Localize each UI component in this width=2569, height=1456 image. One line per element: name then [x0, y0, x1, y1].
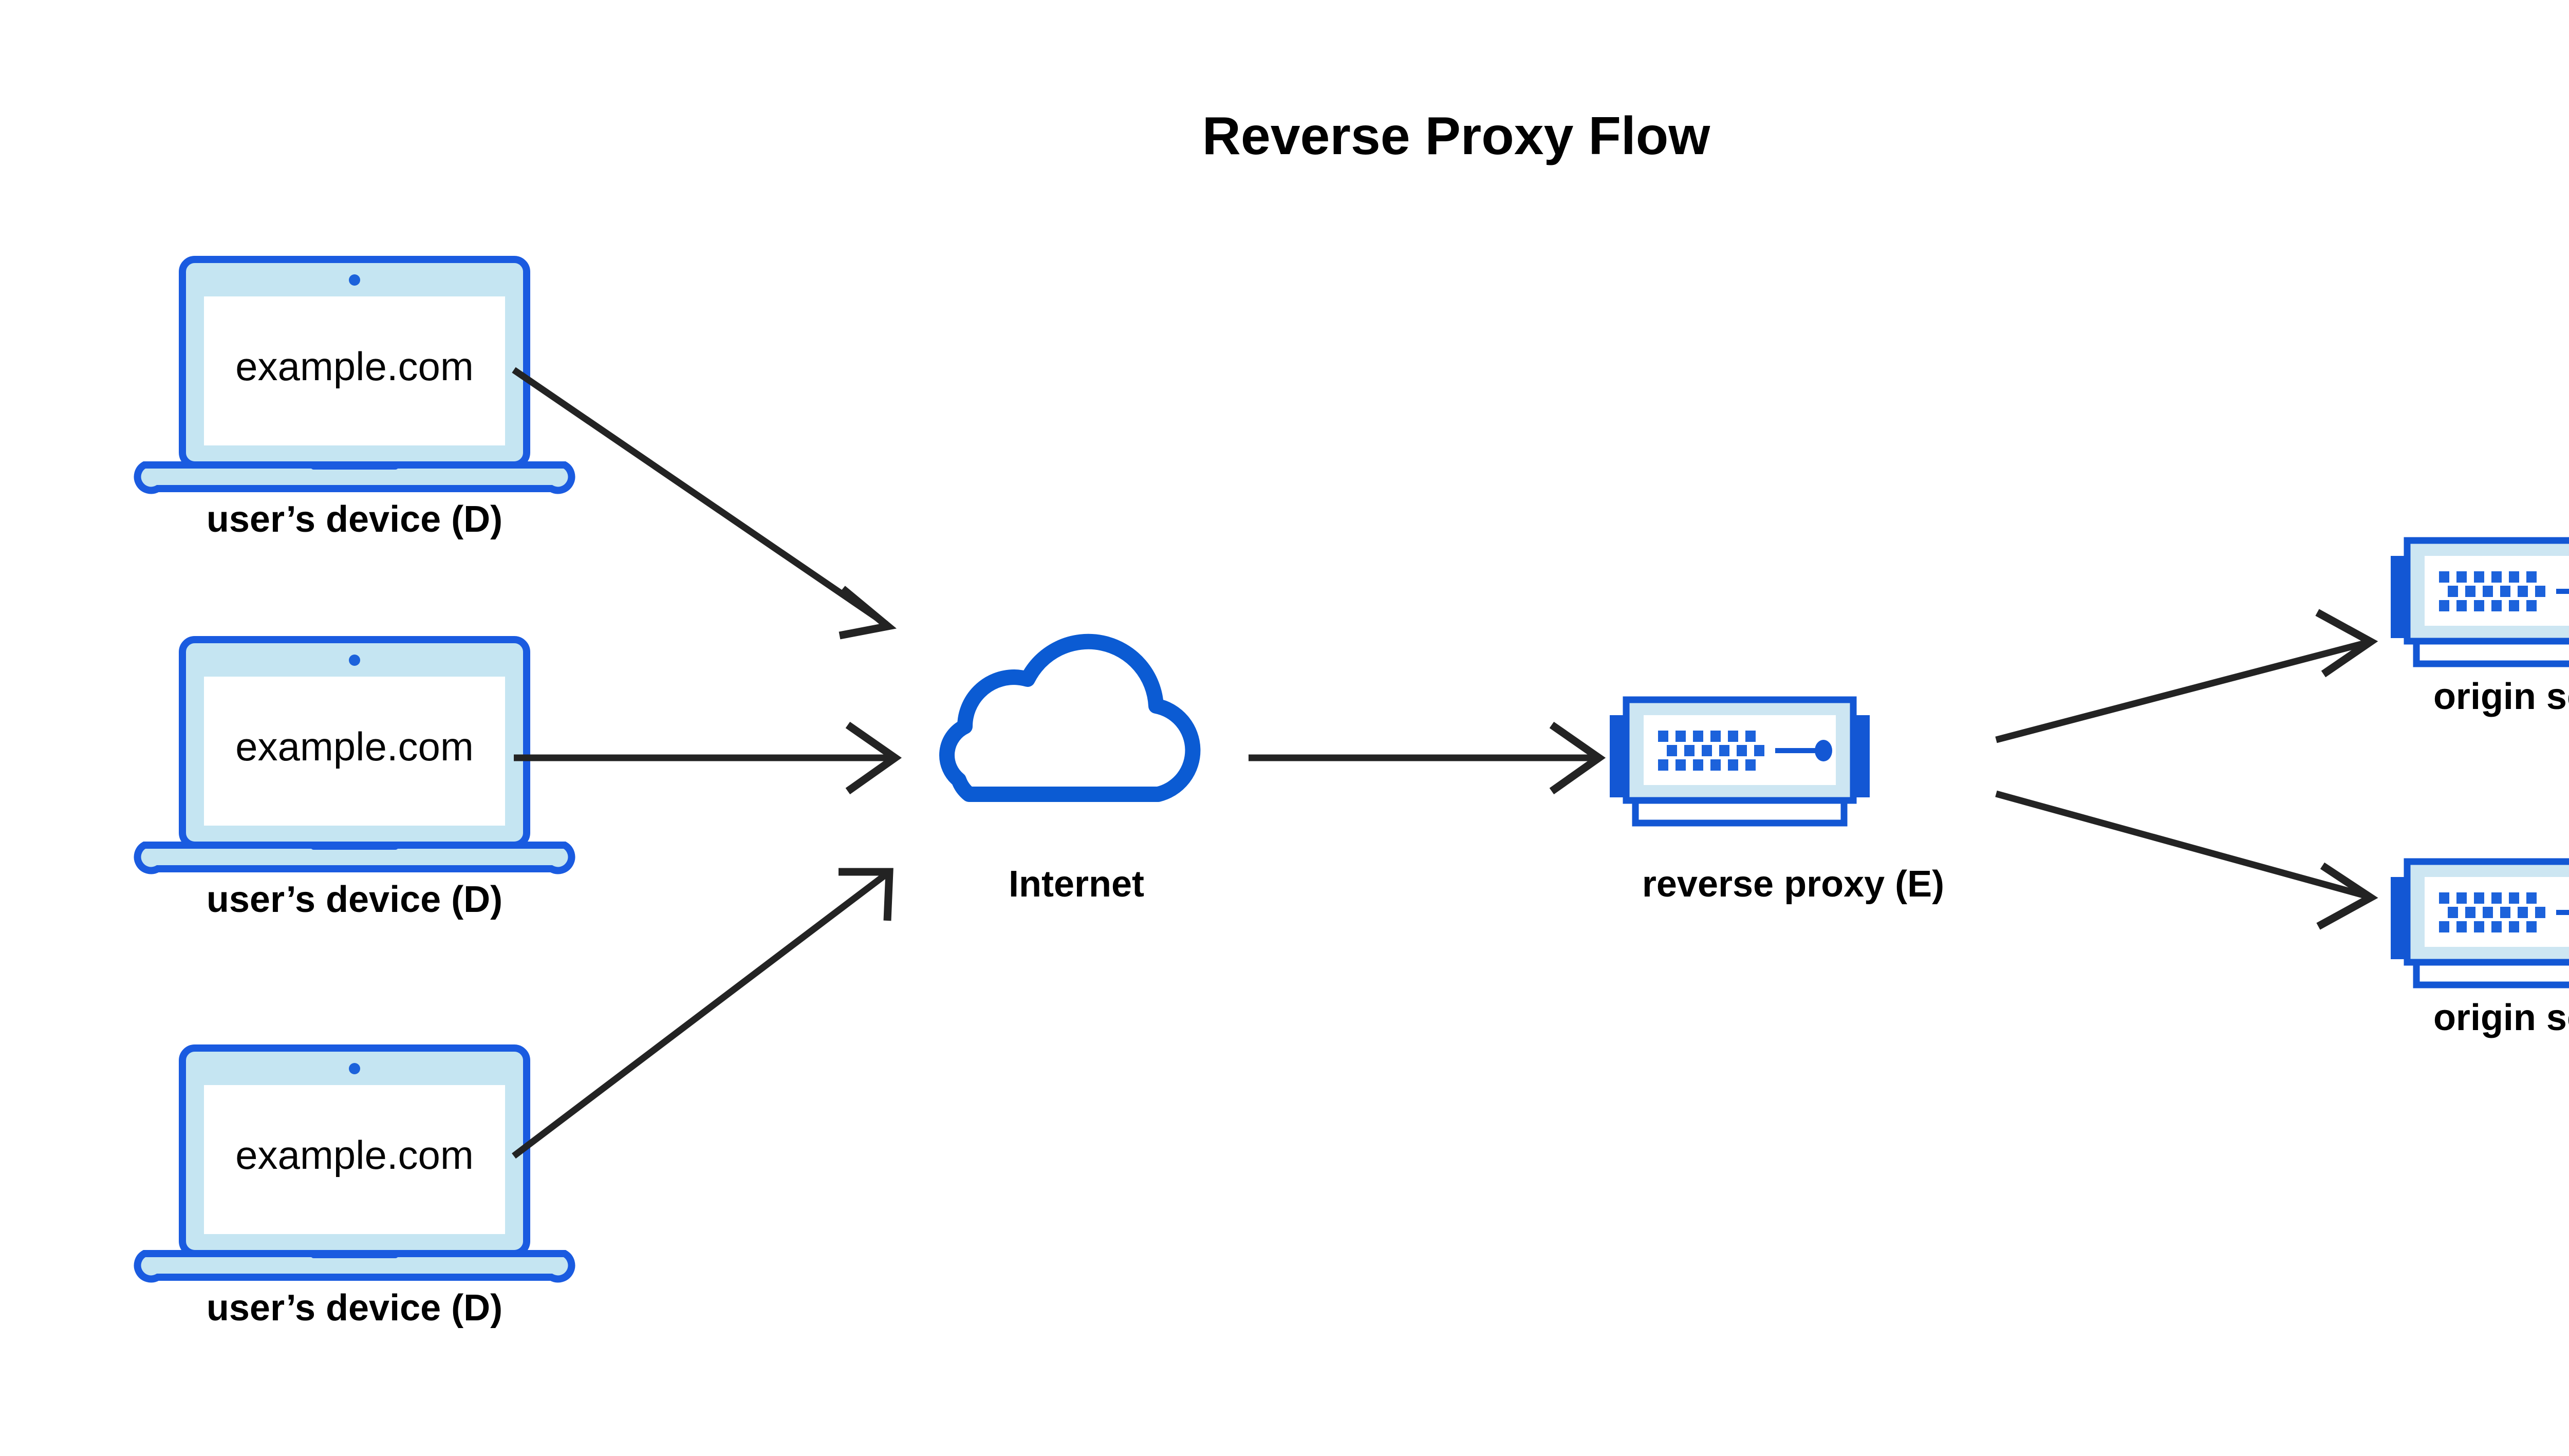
node-device-bottom[interactable]: example.com user’s device (D) [138, 1048, 572, 1329]
flow-arrow-internet-to-reverse-proxy [1249, 721, 1606, 795]
node-origin-server-bottom[interactable]: origin server (F) [2391, 862, 2569, 1038]
laptop-base-icon [138, 461, 572, 490]
device-label: user’s device (D) [207, 1287, 502, 1329]
flow-arrow-device-top-to-internet [512, 367, 897, 640]
internet-label: Internet [1009, 864, 1144, 905]
node-device-top[interactable]: example.com user’s device (D) [138, 259, 572, 540]
node-device-middle[interactable]: example.com user’s device (D) [138, 640, 572, 920]
flow-arrow-proxy-to-origin-top [1995, 609, 2378, 743]
server-icon [1610, 700, 1870, 823]
flow-arrow-device-bottom-to-internet [512, 868, 893, 1159]
flow-arrow-device-middle-to-internet [514, 721, 902, 795]
node-reverse-proxy[interactable]: reverse proxy (E) [1610, 700, 1944, 905]
reverse-proxy-label: reverse proxy (E) [1642, 864, 1944, 905]
page-title: Reverse Proxy Flow [1202, 106, 1711, 166]
node-internet[interactable]: Internet [947, 642, 1193, 905]
origin-server-label: origin server (F) [2433, 676, 2569, 717]
device-label: user’s device (D) [207, 499, 502, 540]
device-screen-text: example.com [235, 344, 474, 389]
server-icon [2391, 540, 2569, 664]
cloud-icon [947, 642, 1193, 794]
origin-server-label: origin server (F) [2433, 997, 2569, 1038]
device-screen-text: example.com [235, 724, 474, 769]
flow-arrow-proxy-to-origin-bottom [1995, 790, 2378, 930]
node-origin-server-top[interactable]: origin server (F) [2391, 540, 2569, 717]
device-screen-text: example.com [235, 1132, 474, 1178]
device-label: user’s device (D) [207, 879, 502, 920]
laptop-base-icon [138, 1250, 572, 1279]
server-icon [2391, 862, 2569, 985]
laptop-base-icon [138, 842, 572, 870]
